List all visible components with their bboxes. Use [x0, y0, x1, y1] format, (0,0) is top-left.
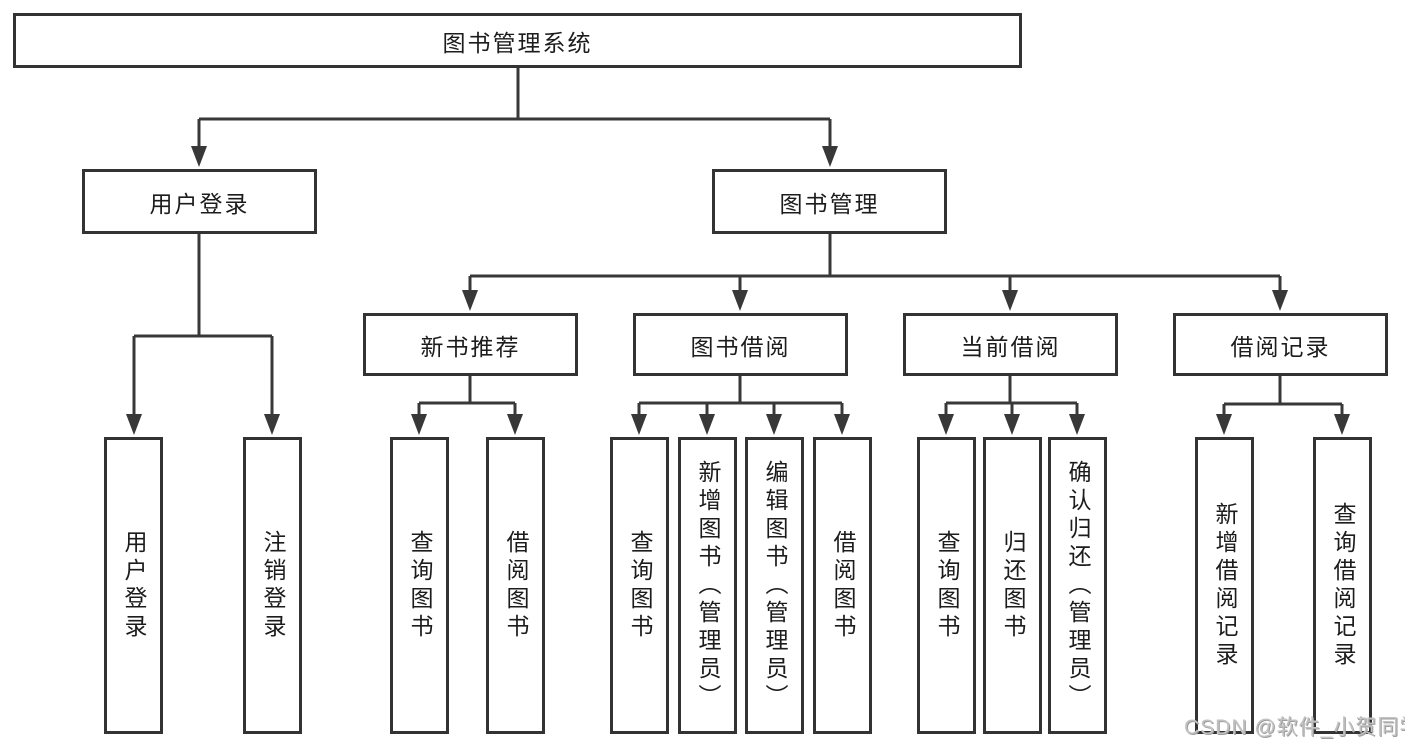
leaf-borrow-books: 借阅图书	[813, 437, 872, 734]
node-library-management-system: 图书管理系统	[13, 13, 1022, 68]
node-label: 查询图书	[407, 529, 433, 642]
node-current-borrowing: 当前借阅	[903, 313, 1118, 376]
node-label: 归还图书	[1000, 529, 1026, 642]
node-borrowing-records: 借阅记录	[1173, 313, 1388, 376]
node-new-book-recommendation: 新书推荐	[363, 313, 578, 376]
leaf-query-books: 查询图书	[390, 437, 449, 734]
leaf-query-books: 查询图书	[610, 437, 669, 734]
leaf-user-login: 用户登录	[104, 437, 163, 734]
node-label: 借阅图书	[830, 529, 856, 642]
node-label: 借阅图书	[503, 529, 529, 642]
node-label: 新增借阅记录	[1212, 501, 1238, 670]
leaf-query-borrow-record: 查询借阅记录	[1313, 437, 1372, 734]
node-label: 当前借阅	[960, 333, 1061, 360]
node-label: 注销登录	[260, 529, 286, 642]
node-label: 确认归还（管理员）	[1065, 459, 1091, 712]
leaf-edit-books-admin: 编辑图书（管理员）	[745, 437, 804, 734]
leaf-confirm-return-admin: 确认归还（管理员）	[1048, 437, 1107, 734]
leaf-logout-login: 注销登录	[243, 437, 302, 734]
node-label: 新增图书（管理员）	[695, 459, 721, 712]
node-label: 用户登录	[121, 529, 147, 642]
leaf-return-books: 归还图书	[983, 437, 1042, 734]
node-label: 编辑图书（管理员）	[762, 459, 788, 712]
node-label: 图书管理系统	[442, 29, 593, 56]
leaf-add-borrow-record: 新增借阅记录	[1195, 437, 1254, 734]
node-label: 查询图书	[627, 529, 653, 642]
node-label: 图书借阅	[690, 333, 791, 360]
leaf-query-books: 查询图书	[917, 437, 976, 734]
node-user-login: 用户登录	[82, 169, 317, 234]
node-label: 查询图书	[934, 529, 960, 642]
leaf-borrow-books: 借阅图书	[486, 437, 545, 734]
node-label: 新书推荐	[420, 333, 521, 360]
node-label: 用户登录	[149, 190, 250, 217]
csdn-watermark: CSDN @软件_小贺同学	[1184, 716, 1405, 739]
node-label: 查询借阅记录	[1330, 501, 1356, 670]
node-label: 借阅记录	[1230, 333, 1331, 360]
leaf-add-books-admin: 新增图书（管理员）	[678, 437, 737, 734]
node-book-management: 图书管理	[712, 169, 947, 234]
node-label: 图书管理	[779, 190, 880, 217]
node-book-borrowing: 图书借阅	[633, 313, 848, 376]
